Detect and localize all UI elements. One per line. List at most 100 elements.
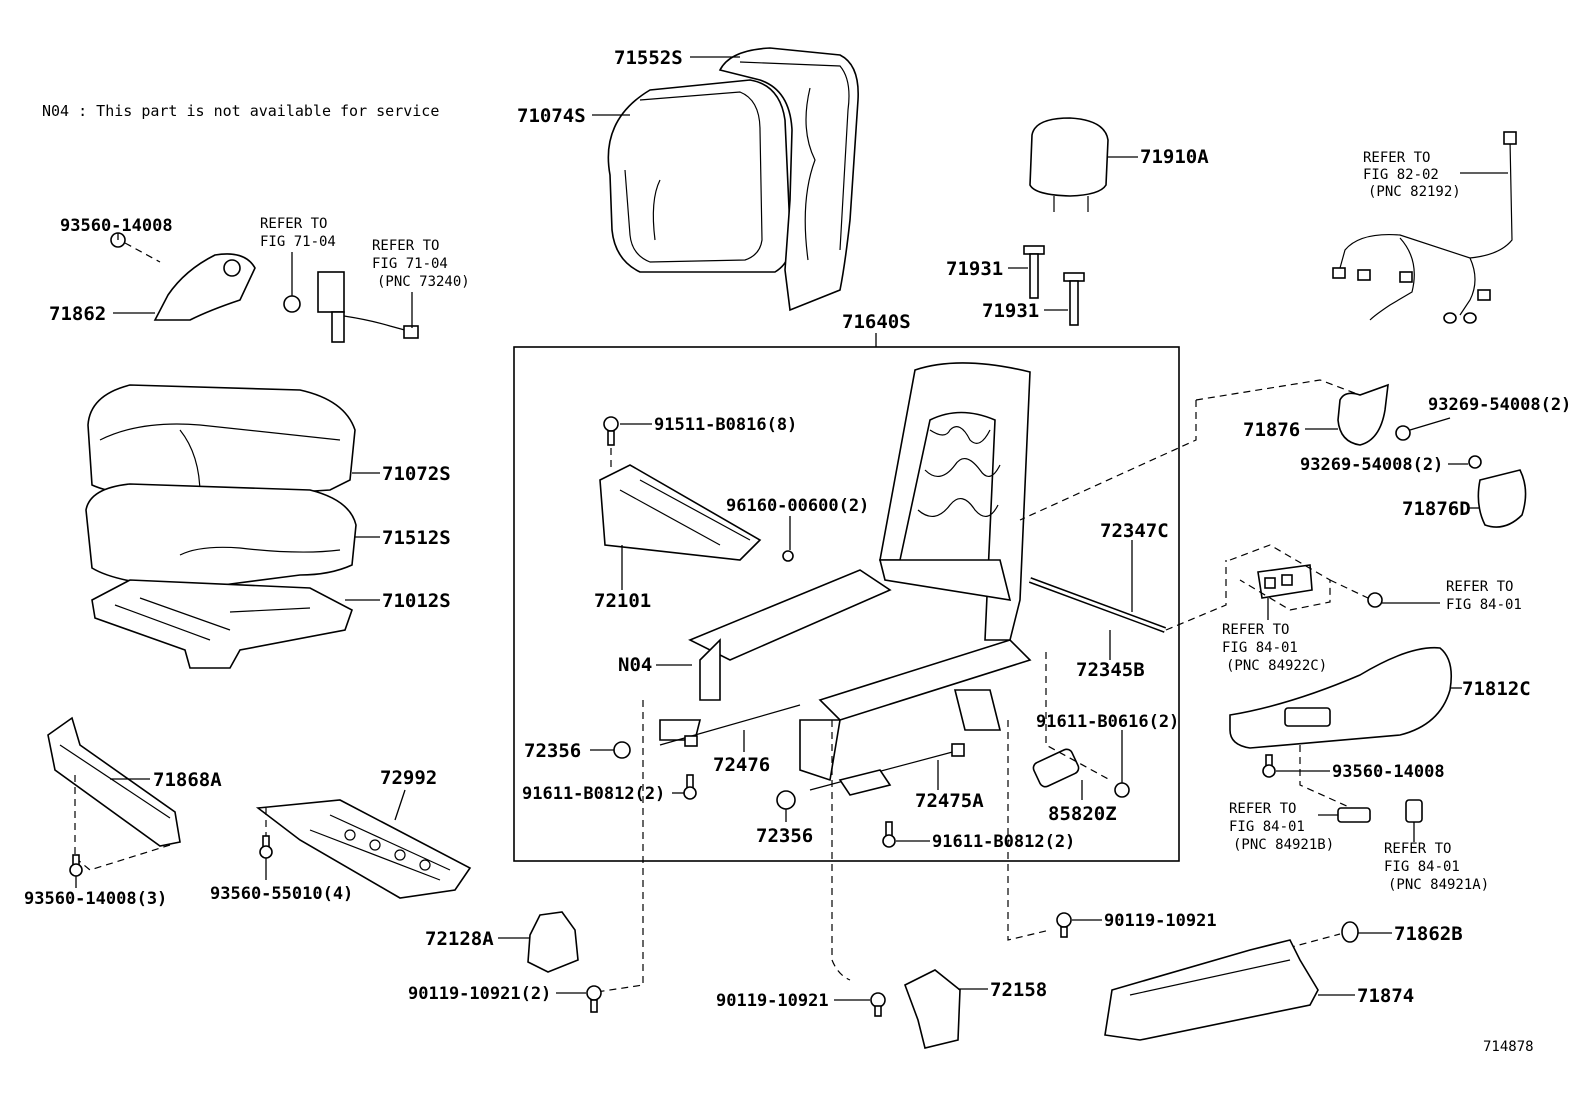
ref-line: REFER TO (372, 238, 439, 254)
refer-fig-84-01: REFER TO FIG 84-01 (1446, 579, 1522, 613)
knob-84921B-drawing (1337, 807, 1371, 823)
ref-line: FIG 84-01 (1384, 859, 1460, 875)
part-label-96160-00600: 96160-00600(2) (726, 496, 869, 516)
ref-line: FIG 82-02 (1363, 167, 1439, 183)
part-label-93269-54008-lower: 93269-54008(2) (1300, 455, 1443, 475)
part-label-72475A: 72475A (915, 790, 984, 812)
bolt-93560-55010-drawing (259, 835, 273, 859)
part-label-72345B: 72345B (1076, 659, 1145, 681)
part-label-90119-10921-mid: 90119-10921 (716, 991, 829, 1011)
ref-line: FIG 84-01 (1446, 597, 1522, 613)
refer-fig-84-01-pnc-84921A: REFER TO FIG 84-01 (PNC 84921A) (1384, 841, 1489, 893)
part-label-93269-54008-upper: 93269-54008(2) (1428, 395, 1571, 415)
part-label-71812C: 71812C (1462, 678, 1531, 700)
bolt-93560-3-drawing (69, 854, 83, 877)
ref-line: (PNC 84921A) (1388, 877, 1489, 893)
bolt-90119-mid-drawing (870, 992, 886, 1017)
screw-drawing (1367, 592, 1383, 608)
ref-line: REFER TO (1229, 801, 1296, 817)
seat-frame-assembly-box (513, 346, 1180, 862)
part-label-85820Z: 85820Z (1048, 803, 1117, 825)
part-label-71552S: 71552S (614, 47, 683, 69)
dash-screw (1329, 579, 1369, 599)
ref-line: REFER TO (1363, 150, 1430, 166)
part-label-71874: 71874 (1357, 985, 1414, 1007)
ref-line: FIG 84-01 (1222, 640, 1298, 656)
cover-71876D-drawing (1468, 455, 1527, 528)
dash-85820Z (1045, 652, 1111, 781)
bolt-93560-right-drawing (1262, 754, 1276, 778)
figure-id: 714878 (1483, 1039, 1534, 1055)
headrest-support-drawing (1023, 245, 1085, 326)
rail-cover-71874-drawing (1104, 939, 1319, 1041)
refer-fig-84-01-pnc-84922C: REFER TO FIG 84-01 (PNC 84922C) (1222, 622, 1327, 674)
cover-71876-drawing (1337, 383, 1411, 446)
part-label-93560-14008-3: 93560-14008(3) (24, 889, 167, 909)
part-label-91611-B0812-right: 91611-B0812(2) (932, 832, 1075, 852)
ref-line: FIG 71-04 (260, 234, 336, 250)
dash-71876 (1195, 379, 1361, 401)
ref-line: (PNC 73240) (377, 274, 470, 290)
motor-85820Z-drawing (1032, 748, 1130, 798)
seat-cushion-pad-drawing (85, 483, 357, 589)
bolt-91611-drawing (683, 774, 697, 800)
seat-cushion-frame-drawing (91, 579, 353, 669)
ref-line: (PNC 84921B) (1233, 837, 1334, 853)
part-label-93560-14008: 93560-14008 (60, 216, 173, 236)
cable-72475A-drawing (809, 743, 965, 796)
bolt-91611-b-drawing (882, 821, 896, 848)
wire-harness-drawing (1332, 131, 1517, 324)
part-label-91611-B0616: 91611-B0616(2) (1036, 712, 1179, 732)
ref-line: (PNC 84922C) (1226, 658, 1327, 674)
part-label-90119-10921-right: 90119-10921 (1104, 911, 1217, 931)
clip-71862B-drawing (1287, 921, 1359, 949)
seat-track-drawing (688, 569, 1032, 782)
part-label-93560-55010: 93560-55010(4) (210, 884, 353, 904)
leader-93269a (1409, 417, 1451, 431)
part-label-72356-right: 72356 (756, 825, 813, 847)
dash-switch (1165, 560, 1227, 631)
seat-back-frame-drawing (878, 362, 1031, 641)
side-shield-71812C-drawing (1229, 646, 1453, 749)
switch-84922C-drawing (1257, 564, 1313, 599)
base-plate-72992-drawing (255, 799, 472, 899)
dash-knob (1299, 745, 1361, 813)
cover-72158-drawing (904, 969, 961, 1049)
part-label-71012S: 71012S (382, 590, 451, 612)
dash-84922C (1229, 544, 1331, 611)
part-label-71074S: 71074S (517, 105, 586, 127)
knob-84921A-drawing (1405, 799, 1423, 823)
nut-72356-drawing (776, 790, 796, 810)
ref-line: REFER TO (260, 216, 327, 232)
seat-back-cover-drawing (607, 47, 859, 312)
part-label-91611-B0812-left: 91611-B0812(2) (522, 784, 665, 804)
part-label-72356-left: 72356 (524, 740, 581, 762)
part-label-71072S: 71072S (382, 463, 451, 485)
part-label-93560-14008-right: 93560-14008 (1332, 762, 1445, 782)
dash-71868A (74, 775, 171, 871)
refer-fig-71-04-pnc-73240: REFER TO FIG 71-04 (PNC 73240) (372, 238, 470, 290)
part-label-91511-B0816: 91511-B0816(8) (654, 415, 797, 435)
cable-72476-drawing (613, 704, 801, 759)
part-label-72347C: 72347C (1100, 520, 1169, 542)
part-label-71868A: 71868A (153, 769, 222, 791)
part-label-71931-upper: 71931 (946, 258, 1003, 280)
part-label-72992: 72992 (380, 767, 437, 789)
ref-line: (PNC 82192) (1368, 184, 1461, 200)
part-label-71931-lower: 71931 (982, 300, 1039, 322)
part-label-71862: 71862 (49, 303, 106, 325)
part-label-71640S: 71640S (842, 311, 911, 333)
bolt-90119-right-drawing (1056, 912, 1072, 938)
dash-90119-right (1007, 720, 1051, 941)
refer-fig-84-01-pnc-84921B: REFER TO FIG 84-01 (PNC 84921B) (1229, 801, 1334, 853)
part-label-72128A: 72128A (425, 928, 494, 950)
part-label-71862B: 71862B (1394, 923, 1463, 945)
headrest-drawing (1029, 117, 1109, 212)
part-label-71876: 71876 (1243, 419, 1300, 441)
part-label-72158: 72158 (990, 979, 1047, 1001)
ref-line: REFER TO (1384, 841, 1451, 857)
part-label-N04: N04 (618, 654, 652, 676)
ref-line: REFER TO (1222, 622, 1289, 638)
